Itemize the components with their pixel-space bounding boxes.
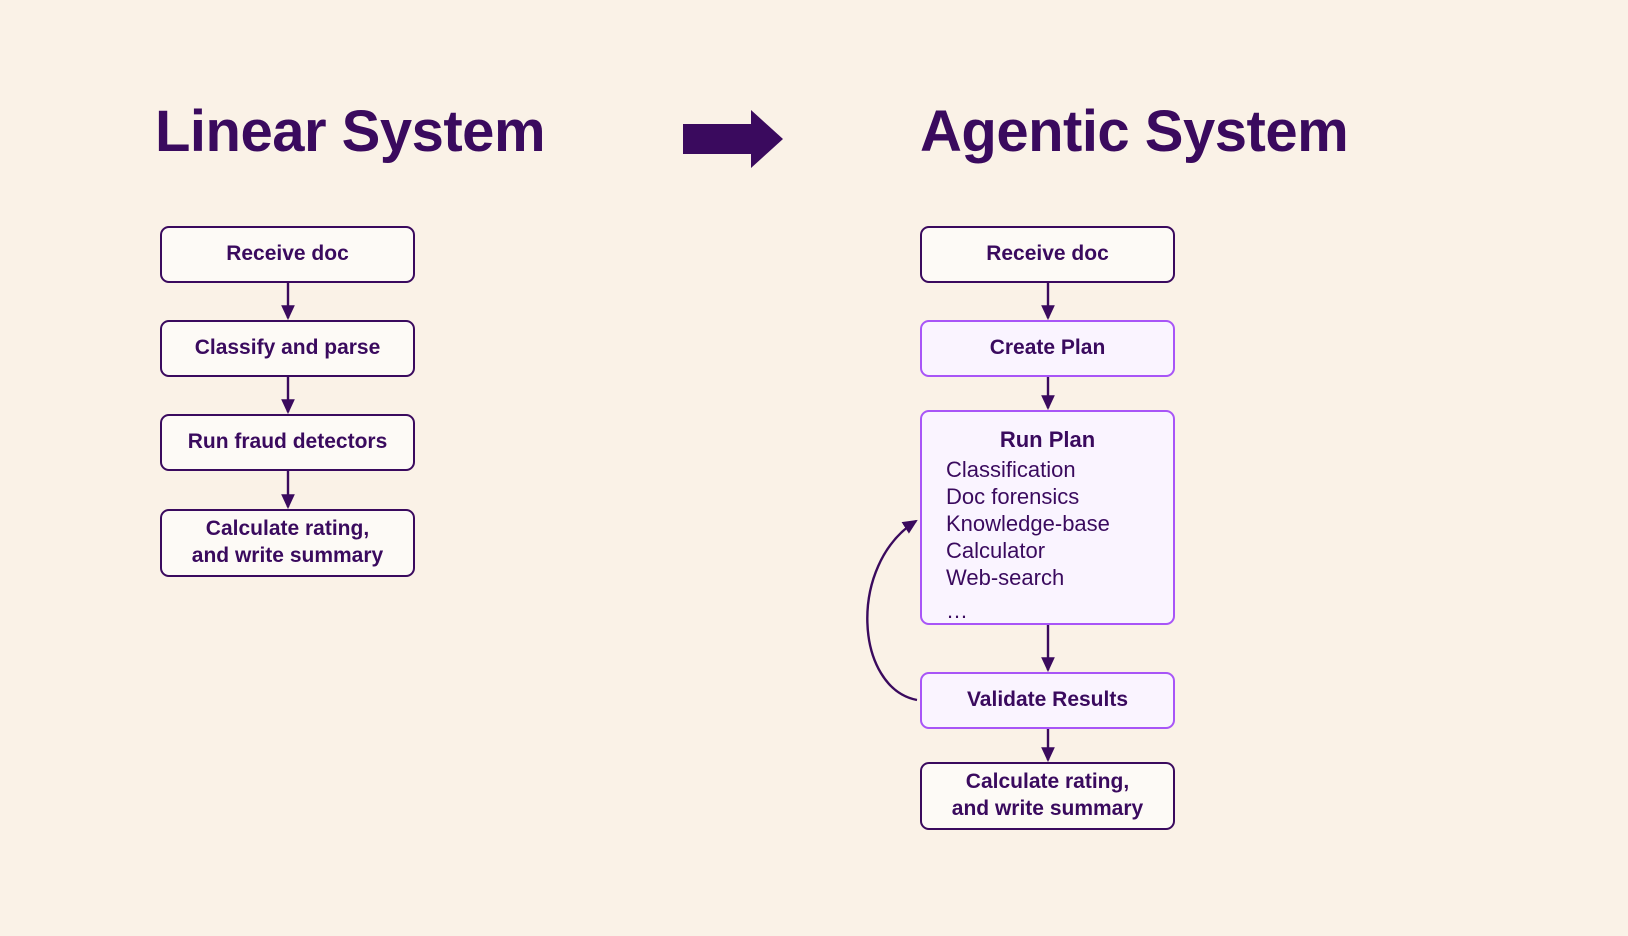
- agentic-node-calculate-rating[interactable]: Calculate rating, and write summary: [920, 762, 1175, 830]
- agentic-node-receive-doc[interactable]: Receive doc: [920, 226, 1175, 283]
- node-label-line-1: Calculate rating,: [205, 517, 370, 541]
- run-plan-item: Web-search: [946, 565, 1065, 591]
- linear-node-classify-parse[interactable]: Classify and parse: [160, 320, 415, 377]
- run-plan-title: Run Plan: [999, 427, 1096, 452]
- page-title-agentic: Agentic System: [920, 99, 1349, 164]
- node-label-line-2: and write summary: [191, 544, 384, 567]
- page-title-linear: Linear System: [155, 99, 546, 164]
- node-label: Classify and parse: [194, 336, 381, 360]
- node-label-line-1: Calculate rating,: [965, 770, 1130, 794]
- node-label-line-2: and write summary: [951, 797, 1144, 820]
- run-plan-tool-list: Classification Doc forensics Knowledge-b…: [922, 456, 1173, 624]
- linear-node-run-fraud-detectors[interactable]: Run fraud detectors: [160, 414, 415, 471]
- node-label: Receive doc: [986, 242, 1109, 266]
- run-plan-item-more: …: [946, 598, 970, 624]
- agentic-node-create-plan[interactable]: Create Plan: [920, 320, 1175, 377]
- node-label: Validate Results: [966, 688, 1129, 712]
- run-plan-item: Classification: [946, 457, 1076, 483]
- node-label: Receive doc: [226, 242, 349, 266]
- retry-loop-arrow: [866, 519, 918, 702]
- linear-node-receive-doc[interactable]: Receive doc: [160, 226, 415, 283]
- linear-node-calculate-rating[interactable]: Calculate rating, and write summary: [160, 509, 415, 577]
- run-plan-item: Calculator: [946, 538, 1046, 564]
- node-label: Run fraud detectors: [187, 430, 388, 454]
- node-label: Create Plan: [989, 336, 1106, 360]
- agentic-node-validate-results[interactable]: Validate Results: [920, 672, 1175, 729]
- run-plan-item: Doc forensics: [946, 484, 1080, 510]
- agentic-node-run-plan[interactable]: Run Plan Classification Doc forensics Kn…: [920, 410, 1175, 625]
- right-arrow-icon: [683, 110, 783, 168]
- run-plan-item: Knowledge-base: [946, 511, 1110, 537]
